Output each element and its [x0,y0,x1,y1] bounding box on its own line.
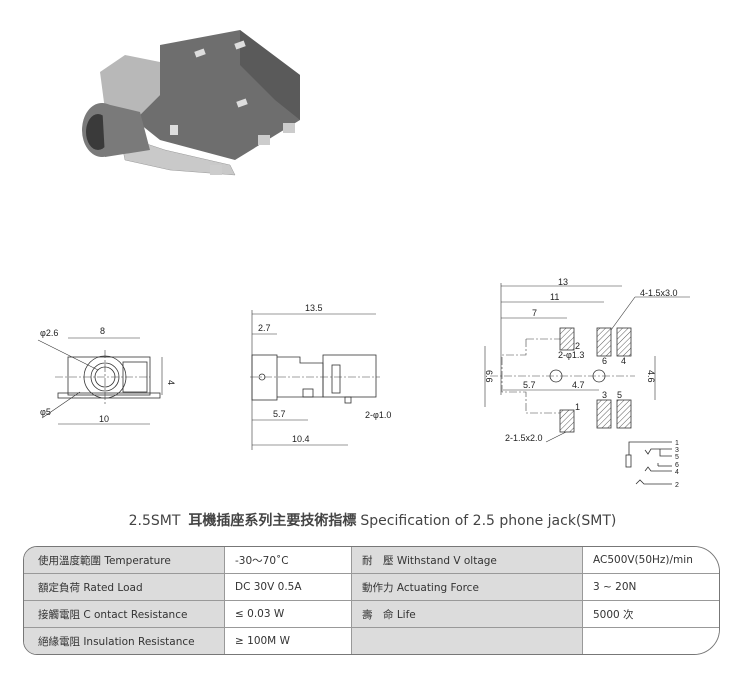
dim-label: 4.7 [572,380,585,390]
spec-table: 使用溫度範圍 Temperature -30～70˚C 耐 壓 Withstan… [23,546,720,655]
title-chinese: 耳機插座系列主要技術指標 [188,513,357,529]
spec-label [351,627,583,654]
model-name: 2.5SMT [128,513,181,529]
pin-number: 6 [602,356,607,366]
spec-label: 接觸電阻 C ontact Resistance [24,600,225,628]
dim-label: 4.6 [646,370,656,383]
dim-label: 10 [99,414,109,424]
pin-number: 1 [575,402,580,412]
dim-label: 5.7 [523,380,536,390]
dim-label: 11 [550,292,559,302]
spec-label: 使用溫度範圍 Temperature [24,547,225,574]
dim-label: φ5 [40,407,51,417]
technical-drawings: 8 φ2.6 4 φ5 10 13.5 2.7 5.7 10.4 2-φ1.0 [37,30,690,489]
dim-label: 2-φ1.3 [558,350,584,360]
dim-label: 6.6 [484,370,494,383]
spec-value: 5000 次 [582,600,719,628]
spec-label: 動作力 Actuating Force [351,573,583,601]
dim-label: 13.5 [305,303,323,313]
dim-label: 8 [100,326,105,336]
dim-label: 10.4 [292,434,310,444]
dim-label: 13 [558,277,568,287]
pin-number: 3 [675,447,679,454]
spec-value [582,627,719,654]
spec-value: 3 ~ 20N [582,573,719,601]
table-row: 額定負荷 Rated Load DC 30V 0.5A 動作力 Actuatin… [24,573,719,601]
product-photo [82,30,300,176]
dim-label: 2-1.5x2.0 [505,433,543,443]
pin-number: 3 [602,390,607,400]
dim-label: 4-1.5x3.0 [640,288,678,298]
dim-label: 4 [166,380,176,385]
pin-number: 4 [675,469,679,476]
pin-number: 2 [675,482,679,489]
side-view-drawing: 13.5 2.7 5.7 10.4 2-φ1.0 [250,303,391,450]
spec-label: 耐 壓 Withstand V oltage [351,547,583,574]
pin-number: 6 [675,462,679,469]
spec-value: AC500V(50Hz)/min [582,547,719,574]
pin-number: 5 [675,454,679,461]
dim-label: φ2.6 [40,328,58,338]
dim-label: 5.7 [273,409,286,419]
pin-number: 4 [621,356,626,366]
title-english: Specification of 2.5 phone jack(SMT) [360,513,617,529]
dim-label: 2-φ1.0 [365,410,391,420]
table-row: 絕緣電阻 Insulation Resistance ≥ 100M W [24,627,719,654]
front-view-drawing: 8 φ2.6 4 φ5 10 [37,326,176,425]
spec-value: -30～70˚C [224,547,352,574]
pin-number: 1 [675,440,679,447]
table-row: 使用溫度範圍 Temperature -30～70˚C 耐 壓 Withstan… [24,547,719,574]
pin-number: 2 [575,341,580,351]
pcb-footprint-drawing: 13 11 7 4-1.5x3.0 2-φ1.3 6.6 4.6 5.7 4.7… [484,277,690,443]
dim-label: 2.7 [258,323,271,333]
spec-label: 壽 命 Life [351,600,583,628]
spec-value: ≤ 0.03 W [224,600,352,628]
spec-label: 額定負荷 Rated Load [24,573,225,601]
spec-value: ≥ 100M W [224,627,352,654]
spec-label: 絕緣電阻 Insulation Resistance [24,627,225,654]
pin-number: 5 [617,390,622,400]
dim-label: 7 [532,308,537,318]
spec-value: DC 30V 0.5A [224,573,352,601]
table-row: 接觸電阻 C ontact Resistance ≤ 0.03 W 壽 命 Li… [24,600,719,628]
pin-schematic: 1 3 5 6 4 2 [625,440,679,489]
